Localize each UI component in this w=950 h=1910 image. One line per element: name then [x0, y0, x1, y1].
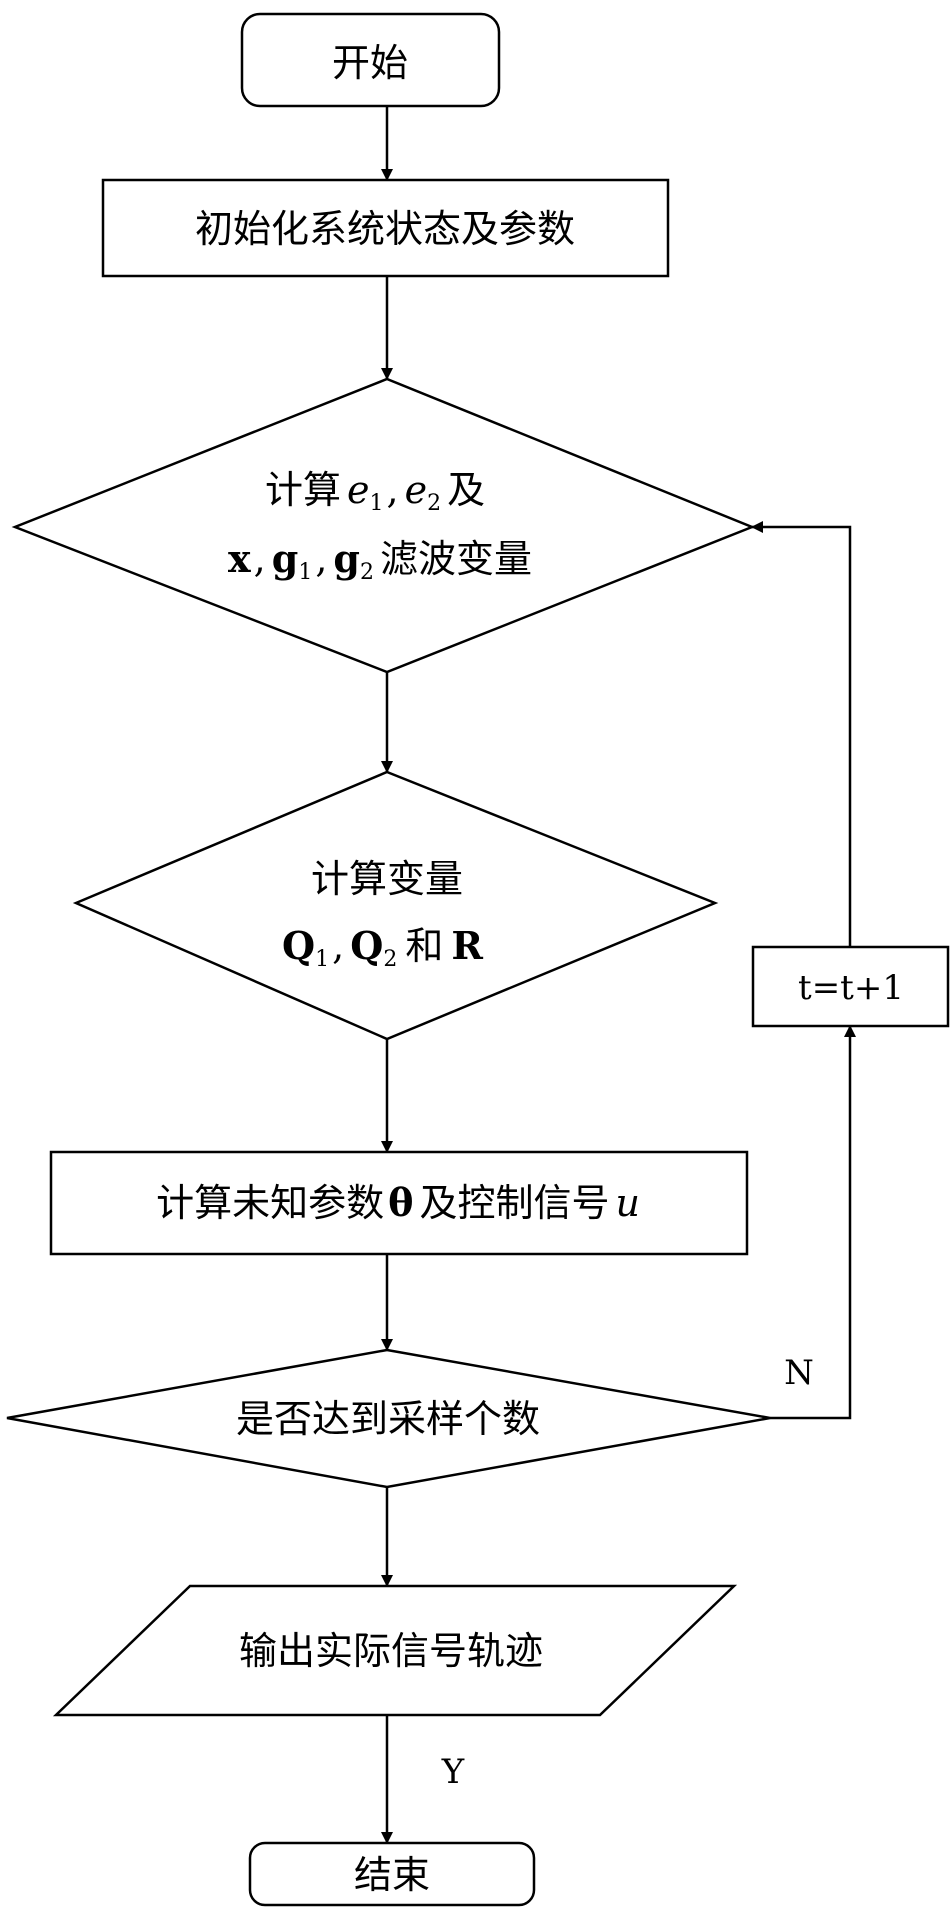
end-label: 结束	[354, 1853, 430, 1897]
label-yes: Y	[441, 1752, 465, 1792]
increment-label: t=t+1	[798, 968, 904, 1008]
compute-errors-node	[15, 379, 752, 672]
decision-label: 是否达到采样个数	[236, 1397, 540, 1441]
init-label: 初始化系统状态及参数	[195, 207, 575, 251]
compute-params-label: 计算未知参数θ及控制信号u	[156, 1180, 640, 1225]
compute-errors-line1: 计算e1,e2及	[265, 468, 485, 516]
compute-vars-line2: Q1,Q2和R	[282, 923, 483, 972]
compute-errors-line2: x,g1,g2滤波变量	[228, 536, 532, 585]
arrow-increment-compute	[752, 527, 850, 947]
compute-vars-line1: 计算变量	[311, 857, 463, 901]
compute-vars-node	[76, 772, 715, 1039]
start-label: 开始	[332, 41, 408, 85]
label-no: N	[784, 1353, 814, 1393]
output-label: 输出实际信号轨迹	[239, 1629, 543, 1673]
